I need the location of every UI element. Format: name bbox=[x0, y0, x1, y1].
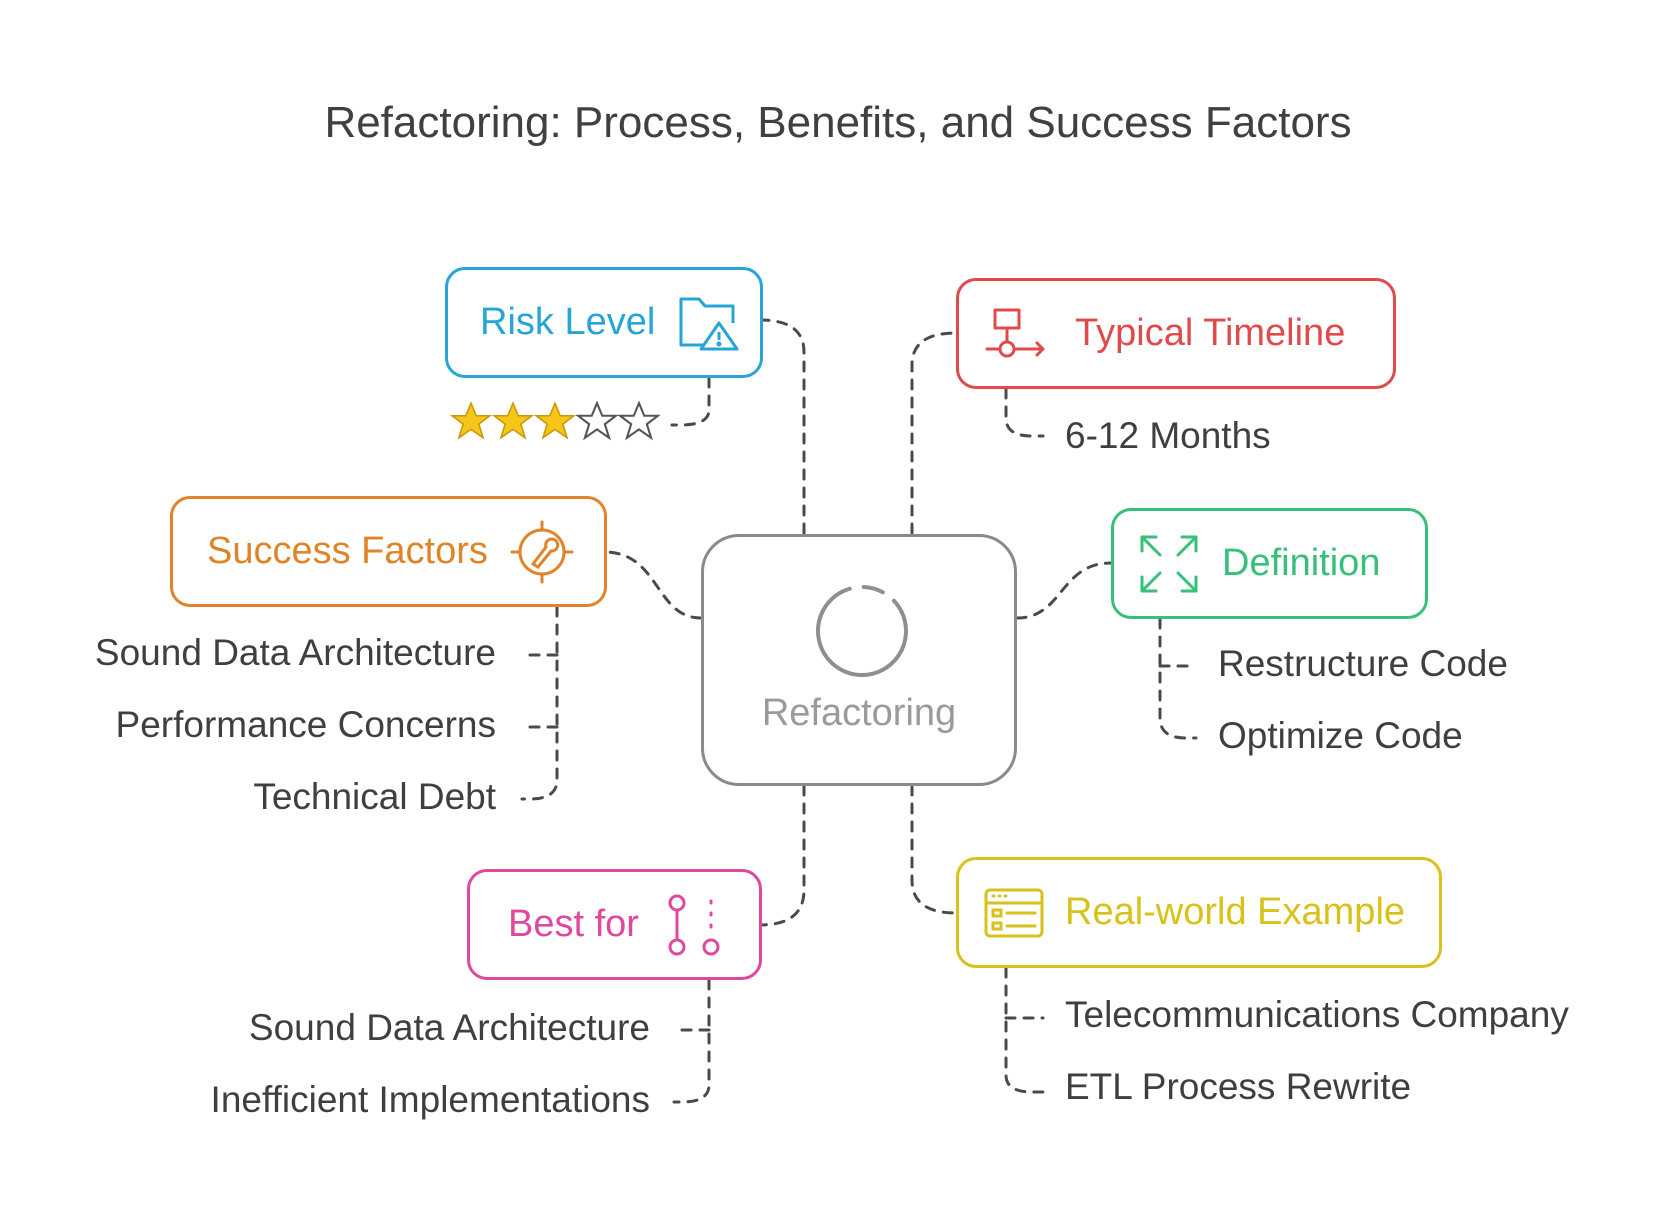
connector-typical-timeline bbox=[910, 331, 958, 535]
flow-arrow-icon bbox=[985, 308, 1045, 357]
success-factors-label: Success Factors bbox=[207, 530, 488, 572]
center-label: Refactoring bbox=[761, 692, 957, 734]
connector-risk-level bbox=[758, 318, 806, 535]
diagram-title: Refactoring: Process, Benefits, and Succ… bbox=[324, 98, 1352, 147]
success-factor-item: Technical Debt bbox=[253, 776, 496, 817]
typical-timeline-label: Typical Timeline bbox=[1075, 312, 1346, 354]
folder-warning-icon bbox=[679, 297, 739, 350]
definition-item: Restructure Code bbox=[1218, 643, 1508, 684]
connector-definition-items bbox=[1158, 617, 1198, 740]
connector-risk-stars bbox=[670, 376, 711, 427]
best-for-item: Sound Data Architecture bbox=[248, 1007, 650, 1048]
star-filled-icon bbox=[492, 401, 534, 440]
timeline-item: 6-12 Months bbox=[1065, 415, 1271, 456]
star-filled-icon bbox=[450, 401, 492, 440]
connector-real-world bbox=[910, 784, 958, 915]
real-world-example-node: Real-world Example bbox=[956, 857, 1442, 968]
dashed-circle-icon bbox=[816, 585, 908, 677]
best-for-item: Inefficient Implementations bbox=[210, 1079, 650, 1120]
git-branch-icon bbox=[668, 894, 720, 955]
star-filled-icon bbox=[534, 401, 576, 440]
real-world-item: ETL Process Rewrite bbox=[1065, 1066, 1412, 1107]
risk-level-node: Risk Level bbox=[445, 267, 763, 378]
connector-definition bbox=[1015, 561, 1113, 620]
target-icon bbox=[510, 520, 574, 583]
definition-node: Definition bbox=[1111, 508, 1428, 619]
best-for-label: Best for bbox=[508, 903, 639, 945]
real-world-example-label: Real-world Example bbox=[1065, 891, 1406, 933]
list-window-icon bbox=[984, 888, 1044, 937]
connector-best-for bbox=[758, 784, 806, 927]
connector-success-factors bbox=[602, 550, 703, 620]
connector-real-world-items bbox=[1004, 966, 1045, 1094]
success-factor-item: Performance Concerns bbox=[115, 704, 496, 745]
connector-timeline-item bbox=[1004, 387, 1045, 438]
star-empty-icon bbox=[576, 400, 618, 441]
definition-label: Definition bbox=[1222, 542, 1381, 584]
real-world-item: Telecommunications Company bbox=[1065, 994, 1569, 1035]
connector-success-items bbox=[520, 605, 559, 801]
best-for-node: Best for bbox=[467, 869, 762, 980]
success-factor-item: Sound Data Architecture bbox=[94, 632, 496, 673]
typical-timeline-node: Typical Timeline bbox=[956, 278, 1396, 389]
risk-level-label: Risk Level bbox=[480, 301, 656, 343]
success-factors-node: Success Factors bbox=[170, 496, 607, 607]
center-node: Refactoring bbox=[701, 534, 1017, 786]
expand-arrows-icon bbox=[1140, 535, 1198, 592]
risk-rating bbox=[450, 400, 660, 442]
definition-item: Optimize Code bbox=[1218, 715, 1463, 756]
connector-best-for-items bbox=[672, 978, 711, 1104]
star-empty-icon bbox=[618, 400, 660, 441]
